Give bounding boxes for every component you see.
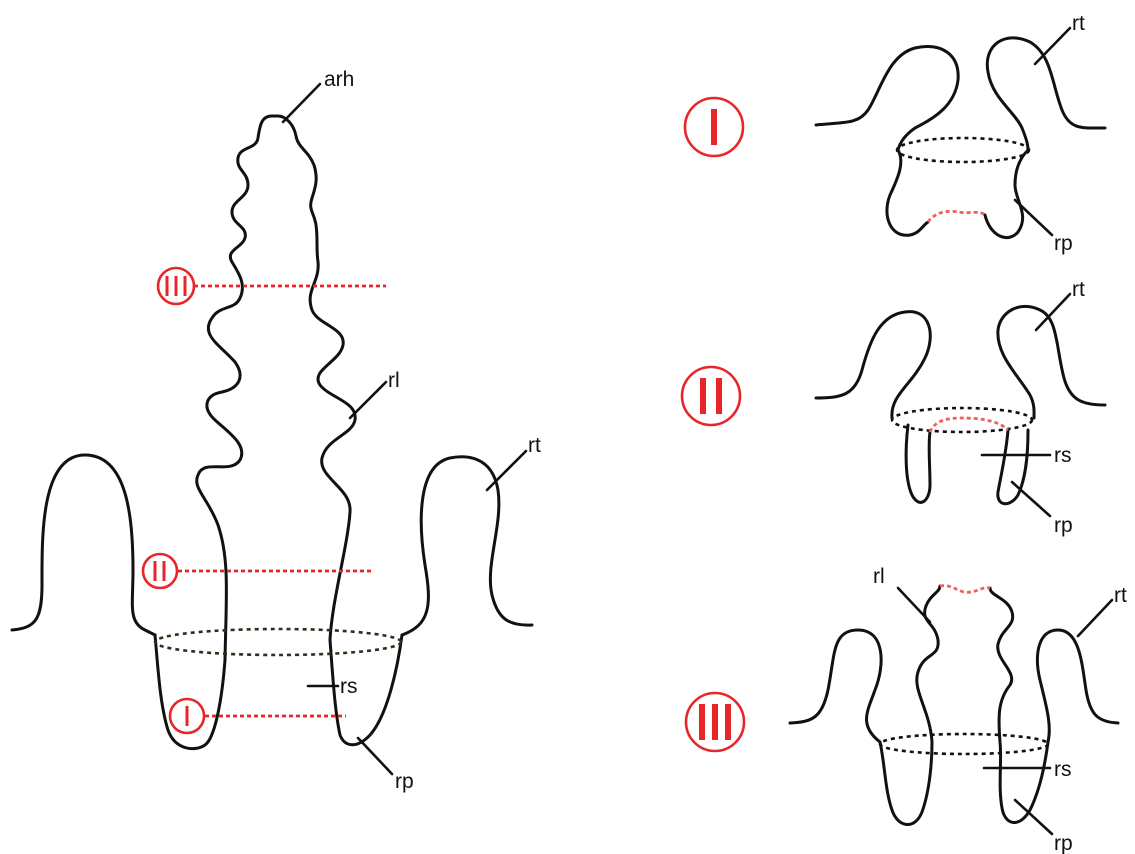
leader-rt-main	[487, 451, 526, 490]
section-iii-diagram: rl rt rs rp	[686, 565, 1127, 854]
label-rt-i: rt	[1072, 12, 1085, 35]
label-rs-ii: rs	[1054, 444, 1072, 467]
label-rs-main: rs	[340, 675, 358, 698]
section-ii-left-lobe	[906, 425, 930, 502]
label-rt-ii: rt	[1072, 278, 1085, 301]
label-rs-iii: rs	[1054, 758, 1072, 781]
section-i-diagram: rt rp	[685, 12, 1105, 255]
leader-rt-iii	[1078, 600, 1112, 636]
section-ii-left-tooth	[816, 312, 930, 418]
marker-iii-small	[158, 268, 194, 304]
marker-i-small	[170, 699, 204, 733]
leader-arh	[283, 84, 320, 122]
label-rp-i: rp	[1054, 232, 1073, 255]
section-i-ring	[897, 138, 1029, 162]
section-i-right-lobe	[985, 150, 1028, 238]
leader-rl-main	[350, 382, 386, 418]
label-rt-main: rt	[528, 434, 541, 457]
section-iii-right-tooth	[1037, 630, 1118, 742]
label-rl-main: rl	[388, 369, 400, 392]
marker-i-large	[685, 98, 743, 156]
leader-rp-main	[358, 738, 392, 774]
label-rl-iii: rl	[873, 565, 885, 588]
section-i-cut	[928, 211, 985, 222]
label-rt-iii: rt	[1114, 584, 1127, 607]
section-ii-right-tooth	[998, 306, 1105, 418]
section-iii-cut	[940, 586, 990, 593]
section-ii-diagram: rt rs rp	[682, 278, 1105, 537]
label-arh: arh	[324, 68, 354, 91]
main-base-ring	[155, 629, 401, 655]
leader-rt-i	[1035, 28, 1070, 64]
ridge-left-wall	[197, 116, 272, 660]
left-tooth-outline	[12, 455, 155, 635]
leader-rp-ii	[1012, 482, 1050, 516]
section-i-left-lobe	[887, 150, 928, 235]
label-rp-ii: rp	[1054, 514, 1073, 537]
right-tooth-outline	[402, 457, 532, 635]
section-ii-cut	[930, 418, 1008, 432]
section-iii-ring	[880, 734, 1048, 754]
section-iii-right-lobe	[990, 588, 1048, 823]
section-i-left-tooth	[816, 47, 958, 150]
marker-ii-large	[682, 367, 740, 425]
marker-ii-small	[143, 554, 177, 588]
marker-iii-large	[686, 693, 744, 751]
section-ii-ring	[892, 408, 1032, 432]
section-iii-left-tooth	[790, 630, 881, 742]
ridge-right-wall	[272, 116, 355, 640]
section-i-right-tooth	[987, 38, 1105, 150]
label-rp-iii: rp	[1054, 832, 1073, 854]
main-diagram: arh rl rt rs rp	[12, 68, 541, 793]
label-rp-main: rp	[395, 770, 414, 793]
